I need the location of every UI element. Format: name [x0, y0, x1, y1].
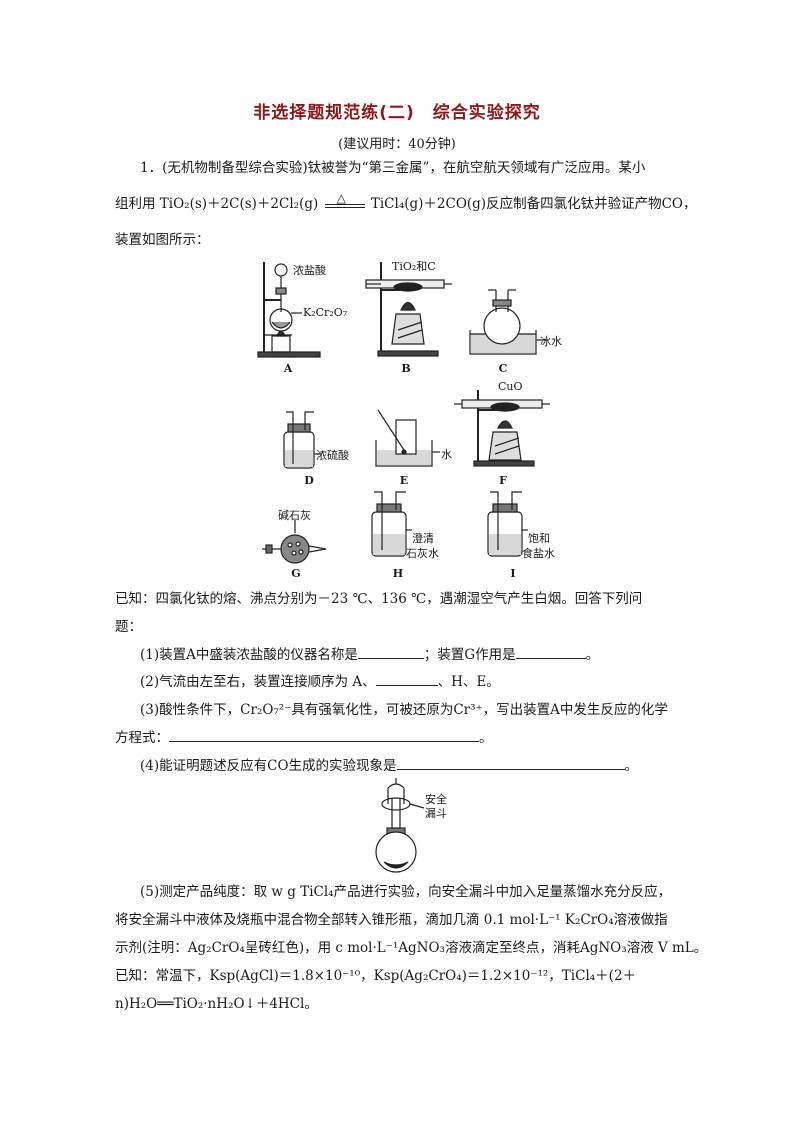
- caption-i: I: [510, 567, 516, 580]
- label-ice-water: 冰水: [540, 335, 562, 348]
- answer-blank-4[interactable]: [396, 755, 625, 770]
- question-2: (2)气流由左至右，装置连接顺序为 A、 、H、E。: [140, 668, 710, 696]
- caption-f: F: [499, 474, 507, 487]
- question-1-text-c: 。: [585, 647, 600, 663]
- time-hint: (建议用时：40分钟): [338, 137, 456, 152]
- q1-line2: 组利用 TiO₂(s)＋2C(s)＋2Cl₂(g) △ TiCl₄(g)＋2CO…: [115, 190, 696, 218]
- reaction-arrow: △: [323, 191, 367, 213]
- known-line1: 已知：四氯化钛的熔、沸点分别为－23 ℃、136 ℃，遇潮湿空气产生白烟。回答下…: [115, 591, 643, 607]
- label-k2cr2o7: K₂Cr₂O₇: [303, 306, 348, 319]
- caption-a: A: [283, 362, 293, 375]
- label-conc-hcl: 浓盐酸: [293, 264, 326, 277]
- equation-left: 组利用 TiO₂(s)＋2C(s)＋2Cl₂(g): [115, 196, 319, 212]
- equation-right: TiCl₄(g)＋2CO(g)反应制备四氯化钛并验证产物CO，: [370, 196, 697, 212]
- answer-blank-2[interactable]: [375, 671, 438, 686]
- answer-blank-1a[interactable]: [357, 644, 424, 659]
- question-3-text-c: 。: [479, 730, 493, 746]
- label-limewater-1: 澄清: [412, 532, 434, 545]
- label-water: 水: [441, 448, 452, 461]
- question-5-line2: 将安全漏斗中液体及烧瓶中混合物全部转入锥形瓶，滴加几滴 0.1 mol·L⁻¹ …: [115, 912, 668, 928]
- question-4: (4)能证明题述反应有CO生成的实验现象是 。: [140, 752, 710, 780]
- question-5-line5: n)H₂O══TiO₂·nH₂O↓＋4HCl。: [115, 996, 318, 1012]
- label-cuo: CuO: [498, 380, 523, 393]
- question-5-line3: 示剂(注明：Ag₂CrO₄呈砖红色)，用 c mol·L⁻¹AgNO₃溶液滴定至…: [115, 940, 708, 956]
- apparatus-figure: 浓盐酸 K₂Cr₂O₇ TiO₂和C 冰水 浓硫酸 水 CuO 碱石灰 澄清 石…: [257, 260, 562, 580]
- question-3-text-b: 方程式：: [115, 730, 169, 746]
- question-1-text-b: ；装置G作用是: [423, 647, 516, 663]
- question-1-text-a: (1)装置A中盛装浓盐酸的仪器名称是: [140, 647, 358, 663]
- label-brine-2: 食盐水: [522, 547, 555, 560]
- answer-blank-3[interactable]: [169, 727, 479, 742]
- caption-g: G: [291, 567, 301, 580]
- label-tio2-c: TiO₂和C: [392, 260, 436, 273]
- caption-b: B: [401, 362, 411, 375]
- question-2-text-b: 、H、E。: [437, 674, 500, 690]
- label-soda-lime: 碱石灰: [278, 509, 311, 522]
- question-3-line2: 方程式： 。: [115, 724, 685, 752]
- label-brine-1: 饱和: [528, 532, 550, 545]
- caption-d: D: [304, 474, 314, 487]
- page-title: 非选择题规范练(二) 综合实验探究: [253, 103, 541, 123]
- caption-h: H: [392, 567, 404, 580]
- answer-blank-1b[interactable]: [515, 644, 586, 659]
- known-line2: 题：: [115, 619, 142, 635]
- caption-e: E: [399, 474, 409, 487]
- apparatus-a: [257, 262, 550, 564]
- label-safety-2: 漏斗: [425, 807, 447, 820]
- label-limewater-2: 石灰水: [406, 547, 439, 560]
- question-2-text-a: (2)气流由左至右，装置连接顺序为 A、: [140, 674, 376, 690]
- question-5-line4: 已知：常温下，Ksp(AgCl)＝1.8×10⁻¹⁰，Ksp(Ag₂CrO₄)＝…: [115, 968, 637, 984]
- question-4-text-a: (4)能证明题述反应有CO生成的实验现象是: [140, 758, 397, 774]
- heat-condition: △: [336, 190, 346, 205]
- q1-line3: 装置如图所示：: [115, 232, 210, 248]
- question-4-text-b: 。: [624, 758, 639, 774]
- caption-c: C: [498, 362, 508, 375]
- question-5-line1: (5)测定产品纯度：取 w g TiCl₄产品进行实验，向安全漏斗中加入足量蒸馏…: [140, 884, 672, 900]
- label-safety-1: 安全: [425, 793, 447, 806]
- q1-line1: 1．(无机物制备型综合实验)钛被誉为“第三金属”，在航空航天领域有广泛应用。某小: [140, 160, 646, 176]
- question-1: (1)装置A中盛装浓盐酸的仪器名称是 ；装置G作用是 。: [140, 641, 710, 669]
- question-3-line1: (3)酸性条件下，Cr₂O₇²⁻具有强氧化性，可被还原为Cr³⁺，写出装置A中发…: [140, 702, 668, 718]
- label-conc-h2so4: 浓硫酸: [316, 449, 349, 462]
